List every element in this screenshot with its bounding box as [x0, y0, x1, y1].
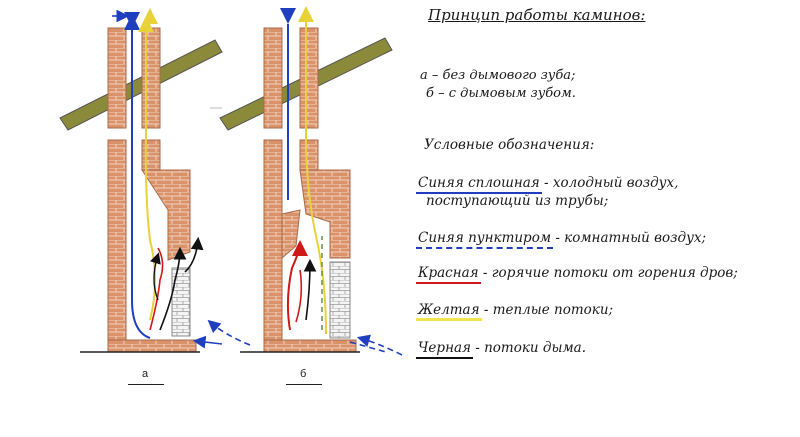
- legend-desc-cont: поступающий из трубы;: [426, 193, 609, 209]
- legend-desc: - горячие потоки от горения дров;: [478, 265, 738, 281]
- chimney-wall-left-a: [107, 27, 127, 129]
- hearth-a: [107, 339, 197, 353]
- warm-flow-b: [305, 20, 327, 335]
- legend-term: Черная: [418, 340, 471, 356]
- chimney-wall-left-b: [263, 27, 283, 129]
- legend-term: Желтая: [418, 302, 480, 318]
- legend-swatch-red: [416, 282, 481, 284]
- caption-a: а: [142, 368, 149, 380]
- smoke-flow-a: [159, 246, 187, 331]
- firebox-firebrick-a: [171, 267, 191, 337]
- smoke-tooth-b: [281, 209, 301, 260]
- legend-item-cold-air-cont: поступающий из трубы;: [426, 193, 608, 209]
- legend-term: Синяя сплошная: [418, 175, 540, 191]
- caption-b-rule: [286, 384, 322, 385]
- legend-swatch-black: [416, 357, 473, 359]
- hearth-b: [263, 339, 357, 353]
- room-air-flow-b: [356, 334, 403, 356]
- legend-heading: Условные обозначения:: [424, 137, 595, 153]
- warm-flow-a: [138, 16, 156, 321]
- legend-term: Красная: [418, 265, 479, 281]
- hot-flow-a: [149, 247, 164, 331]
- legend-desc: - холодный воздух,: [539, 175, 679, 191]
- caption-b: б: [300, 368, 307, 380]
- legend-swatch-blue-solid: [416, 192, 542, 194]
- cold-air-flow-a: [124, 12, 151, 339]
- firebox-body-b: [299, 169, 351, 259]
- variant-b-label: б – с дымовым зубом.: [426, 86, 576, 101]
- legend-item-smoke: Черная - потоки дыма.: [416, 340, 586, 359]
- smoke-flow-b: [303, 258, 317, 321]
- chimney-wall-right-a: [141, 27, 161, 129]
- fireplace-a: [59, 8, 251, 353]
- fireplace-b: [219, 6, 403, 356]
- room-air-flow-a: [207, 319, 251, 346]
- legend-desc: - теплые потоки;: [479, 302, 614, 318]
- firebox-firebrick-b: [329, 261, 351, 339]
- legend-item-cold-air: Синяя сплошная - холодный воздух,: [416, 175, 679, 194]
- variant-a-label: а – без дымового зуба;: [420, 68, 576, 83]
- legend-desc: - потоки дыма.: [470, 340, 586, 356]
- diagram-title: Принцип работы каминов:: [428, 6, 646, 24]
- caption-a-rule: [128, 384, 164, 385]
- legend-item-warm-flow: Желтая - теплые потоки;: [416, 302, 614, 321]
- roof-beam-a: [59, 39, 223, 131]
- legend-item-hot-flow: Красная - горячие потоки от горения дров…: [416, 265, 738, 284]
- chimney-wall-right-b: [299, 27, 319, 129]
- hot-flow-b: [286, 240, 308, 331]
- legend-item-room-air: Синяя пунктиром - комнатный воздух;: [416, 230, 707, 249]
- legend-desc: - комнатный воздух;: [551, 230, 707, 246]
- legend-swatch-blue-dashed: [416, 247, 554, 249]
- legend-term: Синяя пунктиром: [418, 230, 552, 246]
- firebox-body-a: [141, 169, 191, 261]
- legend-swatch-yellow: [416, 318, 482, 321]
